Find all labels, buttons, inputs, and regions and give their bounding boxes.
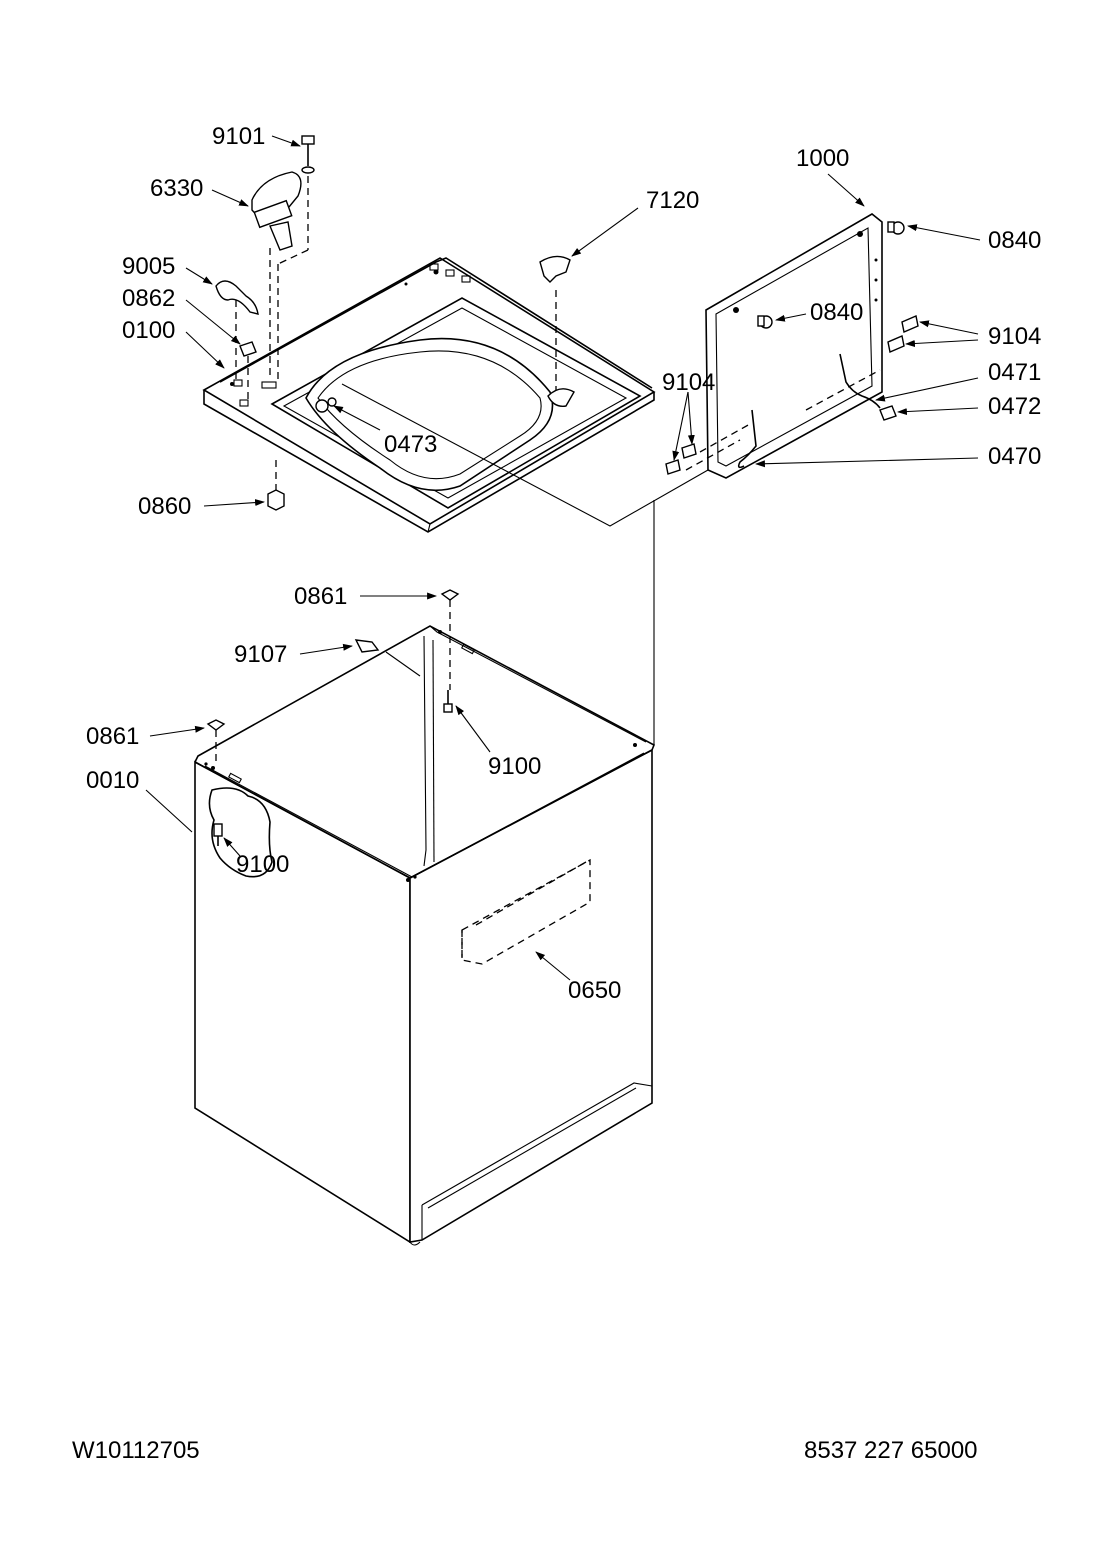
bumper-7120 (539, 255, 571, 283)
screw-9107 (354, 639, 380, 653)
nozzle-0473 (315, 397, 337, 413)
callout-0862: 0862 (122, 285, 175, 312)
nut-0860 (267, 489, 285, 511)
hose-guides (737, 353, 897, 469)
callout-0010: 0010 (86, 767, 139, 794)
callout-1000: 1000 (796, 145, 849, 172)
clip-0861-left (206, 719, 226, 731)
callout-0470: 0470 (988, 443, 1041, 470)
callout-0840-upper: 0840 (988, 227, 1041, 254)
callout-9101: 9101 (212, 123, 265, 150)
callout-0100: 0100 (122, 317, 175, 344)
part-0650-outline (461, 858, 591, 965)
plug-0840-upper (887, 221, 905, 235)
assembly-lines (215, 176, 881, 762)
screws-9104-left (665, 443, 697, 475)
screw-9101 (301, 135, 315, 174)
screw-9100-left (213, 823, 223, 846)
clip-0861-rear (440, 589, 460, 601)
screw-9100-rear (443, 690, 453, 713)
diagram-part-number: W10112705 (72, 1437, 200, 1464)
callout-9104-right: 9104 (988, 323, 1041, 350)
callout-9100-left: 9100 (236, 851, 289, 878)
callout-9005: 9005 (122, 253, 175, 280)
callout-0471: 0471 (988, 359, 1041, 386)
callout-0650: 0650 (568, 977, 621, 1004)
plug-0840-lower (757, 315, 773, 329)
callout-0472: 0472 (988, 393, 1041, 420)
cabinet-body (194, 625, 656, 1246)
callout-7120: 7120 (646, 187, 699, 214)
callout-0840-lower: 0840 (810, 299, 863, 326)
callout-0861-left: 0861 (86, 723, 139, 750)
lid-switch-6330 (251, 171, 302, 251)
clip-0862 (239, 341, 257, 357)
diagram-catalog-code: 8537 227 65000 (804, 1437, 978, 1464)
clip-9005 (215, 280, 259, 315)
washer-top-panel (202, 257, 656, 533)
callout-0860: 0860 (138, 493, 191, 520)
screws-9104-right (887, 315, 919, 353)
rear-control-frame (705, 213, 883, 479)
callout-labels: 9101 6330 9005 0862 0100 7120 0473 0860 … (86, 123, 1041, 1004)
leader-arrows (145, 135, 981, 981)
callout-6330: 6330 (150, 175, 203, 202)
callout-0473: 0473 (384, 431, 437, 458)
callout-9104-left: 9104 (662, 369, 715, 396)
callout-0861-rear: 0861 (294, 583, 347, 610)
callout-9100-rear: 9100 (488, 753, 541, 780)
callout-9107: 9107 (234, 641, 287, 668)
